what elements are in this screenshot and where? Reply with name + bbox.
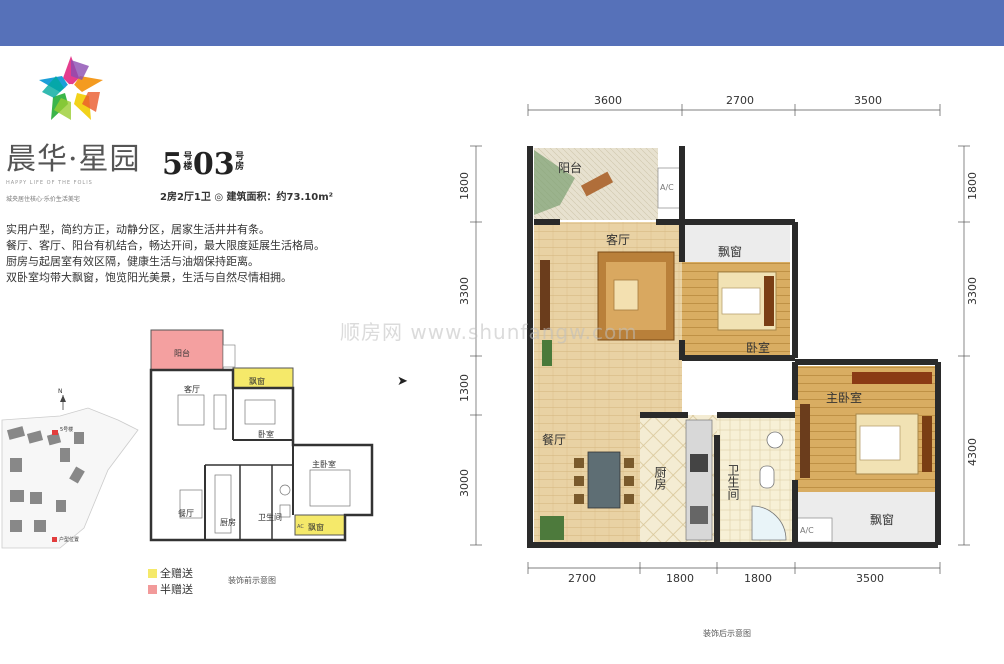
small-balcony-label: 阳台: [174, 348, 190, 358]
legend-item-full: 全赠送: [148, 566, 193, 582]
brand-name: 晨华·星园: [6, 142, 141, 177]
living-label: 客厅: [606, 232, 630, 247]
bay-1-label: 飘窗: [718, 245, 742, 259]
bedroom-furniture: [717, 271, 777, 331]
description-line: 双卧室均带大飘窗，饱览阳光美景，生活与自然尽情相拥。: [6, 271, 292, 284]
legend-label: 全赠送: [160, 567, 193, 580]
bathroom-fixtures: [751, 431, 787, 541]
description: 实用户型，简约方正，动静分区，居家生活井井有条。 餐厅、客厅、阳台有机结合，畅达…: [6, 222, 346, 286]
master-furniture: [800, 372, 932, 478]
dim-bottom-3: 1800: [744, 572, 772, 585]
legend-label: 半赠送: [160, 583, 193, 596]
plan-before: 客厅 阳台 飘窗 卧室 主卧室 餐厅 厨房 卫生间 飘窗 AC: [149, 329, 374, 542]
master-label: 主卧室: [826, 390, 862, 405]
legend-swatch-half: [148, 585, 157, 594]
room-suffix: 号房: [235, 152, 245, 172]
header-bar: [0, 0, 1004, 46]
small-bay-2-label: 飘窗: [308, 522, 324, 532]
bathroom-label: 卫生间: [726, 464, 740, 500]
legend-item-half: 半赠送: [148, 582, 193, 598]
dim-right-3: 4300: [966, 438, 979, 466]
site-plan: 5号楼 N 户型位置: [1, 388, 139, 549]
dim-top-3: 3500: [854, 94, 882, 107]
dim-bottom-2: 1800: [666, 572, 694, 585]
ac-bottom-label: A/C: [800, 526, 814, 535]
dim-left-2: 3300: [458, 277, 471, 305]
brand-slogan-en: HAPPY LIFE OF THE FOLIS: [6, 180, 93, 186]
arrow-right-icon: ➤: [397, 374, 408, 389]
balcony-label: 阳台: [558, 160, 582, 175]
building-suffix: 号楼: [183, 152, 193, 172]
room-number: 03: [192, 147, 235, 182]
ac-top-label: A/C: [660, 183, 674, 192]
logo-star-icon: [39, 56, 103, 120]
plan-after: 3600 2700 3500 2700 1800 1800 3500 1800 …: [458, 94, 979, 585]
dim-right-2: 3300: [966, 277, 979, 305]
dim-right-1: 1800: [966, 172, 979, 200]
dim-bottom-1: 2700: [568, 572, 596, 585]
unit-spec: 2房2厅1卫 ◎ 建筑面积：约73.10m²: [160, 192, 333, 203]
lounge-chair: [580, 171, 614, 197]
living-furniture: [540, 251, 675, 366]
legend: 全赠送 半赠送: [148, 566, 193, 598]
bay-2-label: 飘窗: [870, 513, 894, 527]
legend-swatch-full: [148, 569, 157, 578]
dim-bottom-4: 3500: [856, 572, 884, 585]
small-living-label: 客厅: [184, 384, 200, 394]
unit-position-marker: [52, 430, 58, 435]
kitchen-furniture: [685, 419, 713, 541]
brand-slogan-cn: 城央居住核心·乐价生活美宅: [6, 196, 80, 203]
ac-unit-bottom: [795, 517, 833, 543]
dining-label: 餐厅: [542, 432, 566, 447]
building-number: 5: [162, 147, 183, 182]
description-line: 餐厅、客厅、阳台有机结合，畅达开间，最大限度延展生活格局。: [6, 239, 325, 252]
small-balcony: [150, 329, 224, 371]
site-building-label: 5号楼: [60, 426, 73, 433]
dining-furniture: [540, 451, 634, 540]
caption-before: 装饰前示意图: [228, 576, 276, 585]
dim-top-2: 2700: [726, 94, 754, 107]
unit-number: 5号楼03号房: [162, 148, 245, 182]
small-bay-1-label: 飘窗: [249, 376, 265, 386]
dim-left-4: 3000: [458, 469, 471, 497]
description-line: 厨房与起居室有效区隔，健康生活与油烟保持距离。: [6, 255, 259, 268]
north-label: N: [58, 388, 63, 395]
small-bedroom-label: 卧室: [258, 429, 274, 439]
small-bath-label: 卫生间: [258, 512, 282, 522]
caption-after: 装饰后示意图: [703, 629, 751, 638]
bay-window-1: [682, 222, 790, 262]
dim-top-1: 3600: [594, 94, 622, 107]
description-line: 实用户型，简约方正，动静分区，居家生活井井有条。: [6, 223, 270, 236]
watermark: 顺房网 www.shunfangw.com: [340, 320, 638, 344]
small-ac-label: AC: [297, 524, 304, 530]
position-label: 户型位置: [59, 536, 79, 543]
walls: [527, 146, 941, 548]
kitchen-label: 厨房: [653, 466, 667, 490]
dim-left-1: 1800: [458, 172, 471, 200]
small-dining-label: 餐厅: [178, 509, 194, 518]
dim-left-3: 1300: [458, 374, 471, 402]
bedroom-label: 卧室: [746, 340, 770, 355]
small-kitchen-label: 厨房: [220, 517, 236, 527]
small-master-label: 主卧室: [312, 459, 336, 469]
